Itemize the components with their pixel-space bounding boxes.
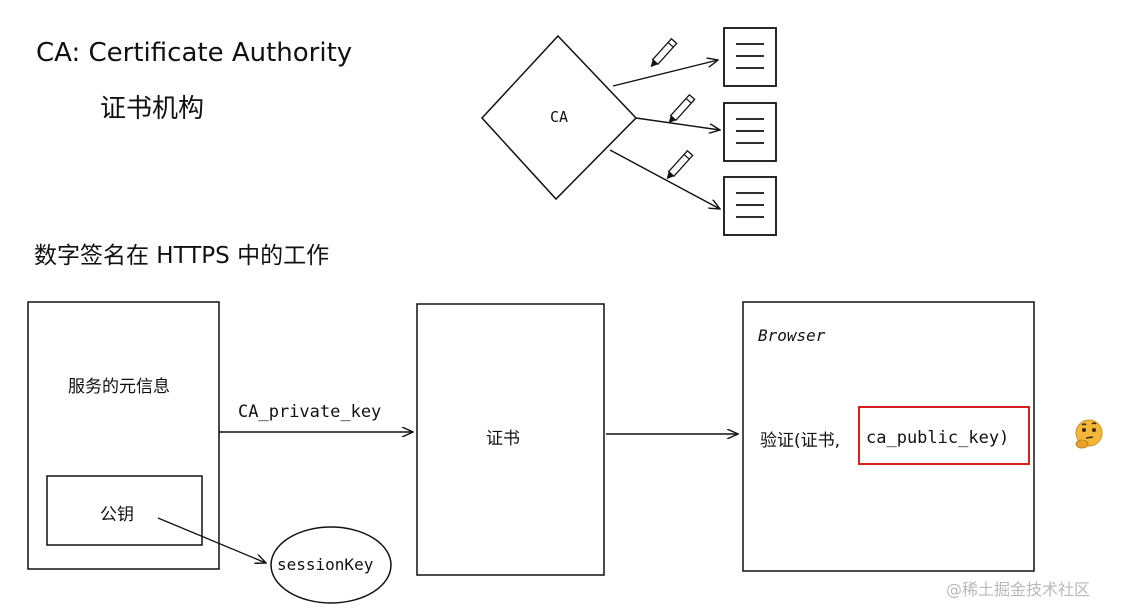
pencil-icon <box>650 37 678 68</box>
certificate-label: 证书 <box>486 429 520 449</box>
session-key-label: sessionKey <box>277 555 374 574</box>
browser-label: Browser <box>758 326 826 345</box>
document-icon <box>723 176 777 236</box>
verify-label: 验证(证书, <box>760 431 841 451</box>
public-key-box <box>46 475 203 546</box>
server-info-box <box>27 301 220 570</box>
private-key-arrow-label: CA_private_key <box>238 402 382 422</box>
thinking-face-icon <box>1075 419 1103 449</box>
ca-to-doc-1-arrow <box>612 60 718 87</box>
pencil-icon <box>668 93 696 124</box>
document-icon <box>723 102 777 162</box>
ca-public-key-label: ca_public_key) <box>866 428 1010 448</box>
watermark: @稀土掘金技术社区 <box>946 580 1091 599</box>
title-signature-in-https: 数字签名在 HTTPS 中的工作 <box>34 243 330 269</box>
session-key-ellipse <box>270 526 392 604</box>
public-key-to-session-arrow <box>157 517 266 563</box>
server-meta-label: 服务的元信息 <box>68 377 170 397</box>
public-key-label: 公钥 <box>100 505 134 525</box>
ca-to-doc-3-arrow <box>609 149 720 209</box>
ca-public-key-highlight <box>858 406 1030 465</box>
pencil-icon <box>666 149 694 180</box>
title-ca-authority: CA: Certificate Authority <box>36 38 353 68</box>
certificate-box <box>416 303 605 576</box>
ca-diamond-label: CA <box>550 108 569 126</box>
document-icon <box>723 27 777 87</box>
title-ca-chinese: 证书机构 <box>100 94 205 124</box>
ca-diamond <box>480 34 638 201</box>
ca-to-doc-2-arrow <box>635 117 720 130</box>
browser-box <box>742 301 1035 572</box>
